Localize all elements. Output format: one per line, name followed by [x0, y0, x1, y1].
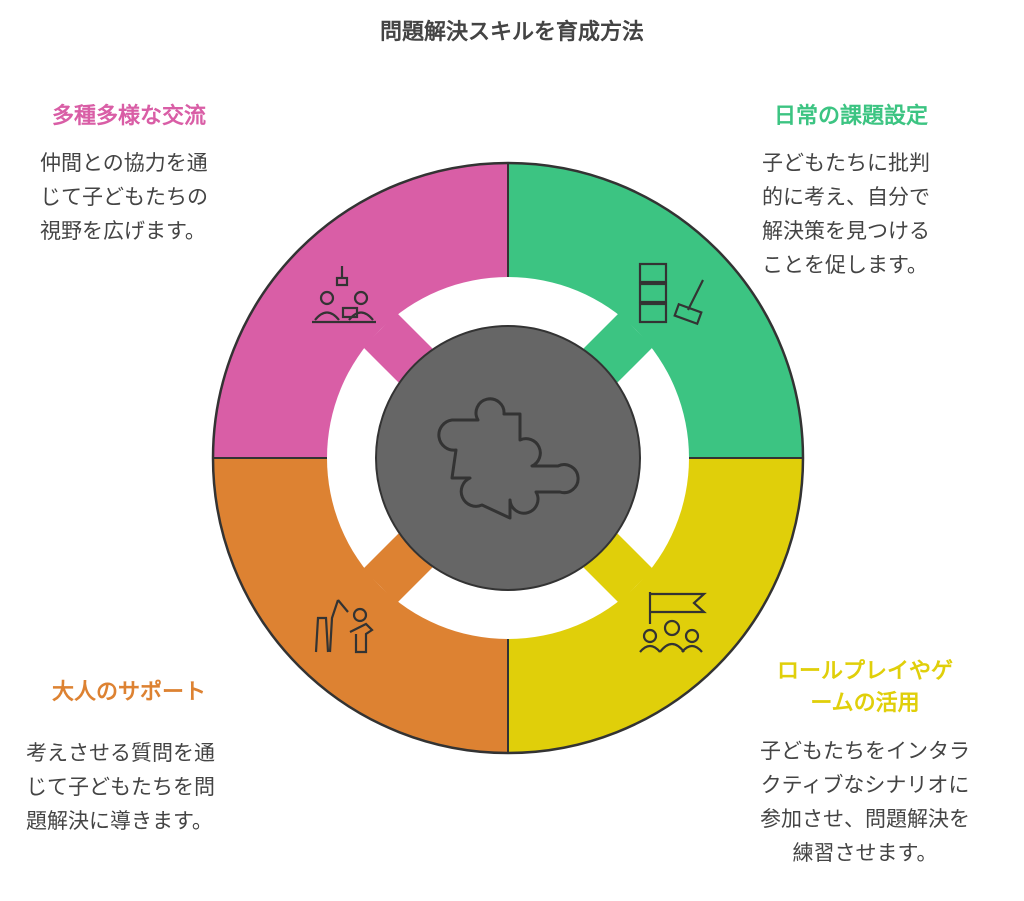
desc-line: 子どもたちに批判	[762, 151, 930, 175]
desc-adult-support: 考えさせる質問を通 じて子どもたちを問 題解決に導きます。	[26, 736, 215, 838]
desc-line: 練習させます。	[792, 841, 938, 865]
desc-line: じて子どもたちの	[40, 185, 208, 209]
heading-adult-support: 大人のサポート	[52, 680, 207, 705]
heading-line: ロールプレイやゲ	[776, 659, 953, 684]
heading-line: ームの活用	[810, 691, 920, 716]
desc-line: クティブなシナリオに	[760, 773, 970, 797]
desc-line: 的に考え、自分で	[762, 185, 930, 209]
desc-roleplay-games: 子どもたちをインタラ クティブなシナリオに 参加させ、問題解決を 練習させます。	[720, 734, 1010, 870]
desc-line: 題解決に導きます。	[26, 809, 213, 833]
outer-outline	[211, 161, 805, 755]
connector-orange	[363, 529, 437, 603]
people-collaborating-icon	[312, 266, 376, 324]
connector-green	[579, 313, 653, 387]
puzzle-piece-icon	[437, 397, 580, 520]
diagram-title: 問題解決スキルを育成方法	[379, 20, 644, 45]
desc-line: 参加させ、問題解決を	[760, 807, 970, 831]
team-flag-icon	[639, 592, 707, 653]
heading-roleplay-games: ロールプレイやゲ ームの活用	[740, 656, 990, 720]
blocks-hammer-icon	[638, 262, 704, 326]
adult-child-support-icon	[314, 599, 374, 654]
heading-daily-challenges: 日常の課題設定	[774, 104, 929, 129]
connector-pink	[363, 313, 437, 387]
desc-line: 視野を広げます。	[40, 219, 206, 243]
connector-yellow	[579, 529, 653, 603]
desc-line: じて子どもたちを問	[26, 775, 215, 799]
center-circle	[375, 325, 641, 591]
desc-line: 子どもたちをインタラ	[760, 739, 970, 763]
desc-line: 仲間との協力を通	[40, 151, 208, 175]
desc-daily-challenges: 子どもたちに批判 的に考え、自分で 解決策を見つける ことを促します。	[762, 146, 930, 282]
desc-diverse-interaction: 仲間との協力を通 じて子どもたちの 視野を広げます。	[40, 146, 208, 248]
desc-line: 解決策を見つける	[762, 219, 930, 243]
desc-line: ことを促します。	[762, 253, 928, 277]
desc-line: 考えさせる質問を通	[26, 741, 215, 765]
heading-diverse-interaction: 多種多様な交流	[52, 104, 207, 129]
